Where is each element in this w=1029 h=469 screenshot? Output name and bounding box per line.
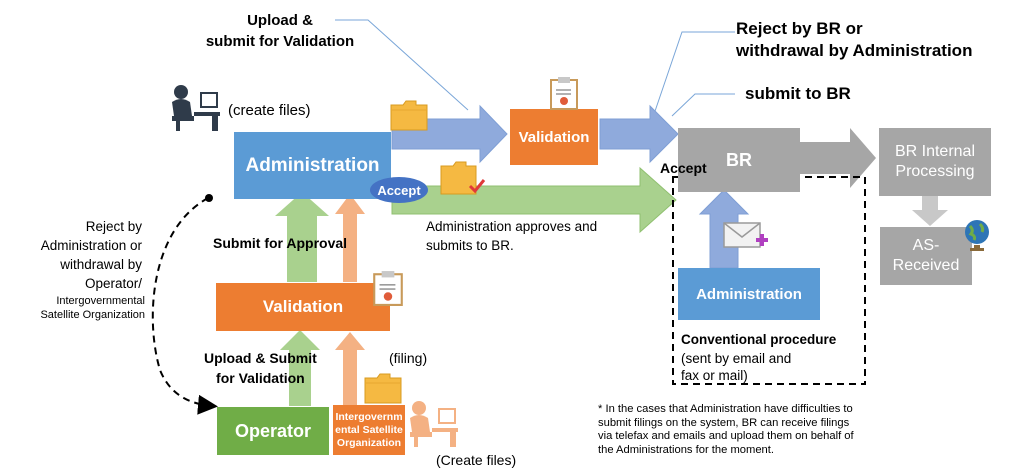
label-reject-left: Reject by Administration or withdrawal b…: [40, 219, 142, 291]
arrow-operator-to-validation: [280, 330, 320, 406]
administration-conv-box: Administration: [678, 268, 820, 320]
arrow-internal-to-received: [912, 196, 948, 226]
callout-line-submit: [671, 93, 735, 117]
label-filing: (filing): [389, 350, 428, 366]
br-label: BR: [726, 149, 752, 170]
arrow-validation-to-admin: [275, 192, 329, 282]
label-submit-to-br: submit to BR: [745, 84, 851, 103]
label-upload-submit-validation-bottom: Upload & Submit for Validation: [204, 350, 317, 386]
footnote-text: * In the cases that Administration have …: [598, 403, 854, 456]
folder-icon: [364, 373, 402, 404]
arrow-igo-to-admin: [335, 194, 365, 282]
label-igo-small: Intergovernmental Satellite Organization: [40, 295, 145, 321]
igo-box: Intergovernm ental Satellite Organizatio…: [333, 405, 405, 455]
accept-badge-left: Accept: [370, 177, 428, 203]
arrow-admin-approves-to-br: [391, 166, 677, 234]
certificate-clipboard-icon: [550, 77, 578, 110]
label-create-files-top: (create files): [228, 102, 311, 119]
person-at-computer-icon: [172, 85, 220, 131]
certificate-clipboard-icon: [373, 271, 403, 306]
administration-label: Administration: [245, 154, 380, 176]
administration-box: Administration: [234, 132, 391, 199]
br-internal-box: BR Internal Processing: [879, 128, 991, 196]
label-create-files-bottom: (Create files): [436, 452, 517, 468]
validation-top-box: Validation: [510, 109, 598, 165]
br-internal-label: BR Internal Processing: [894, 143, 976, 180]
operator-box: Operator: [217, 407, 329, 455]
validation-mid-box: Validation: [216, 283, 390, 331]
reject-dashed-curve: [151, 197, 218, 415]
validation-mid-label: Validation: [262, 297, 344, 316]
accept-badge-left-label: Accept: [377, 182, 421, 198]
validation-top-label: Validation: [518, 128, 590, 146]
label-admin-approves: Administration approves and submits to B…: [426, 219, 598, 253]
label-submit-for-approval: Submit for Approval: [213, 235, 348, 251]
arrow-validation-to-br: [599, 104, 679, 164]
person-at-computer-icon: [410, 401, 458, 447]
label-conventional-title: Conventional procedure: [681, 332, 837, 347]
label-accept-br: Accept: [660, 160, 707, 176]
operator-label: Operator: [234, 420, 312, 441]
as-received-box: AS- Received: [880, 227, 972, 285]
envelope-add-icon: [723, 222, 768, 248]
arrow-igo-to-validation: [335, 332, 365, 405]
callout-line-reject: [651, 31, 735, 121]
administration-conv-label: Administration: [696, 285, 802, 303]
br-box: BR: [678, 128, 800, 192]
label-conventional-detail: (sent by email and fax or mail): [681, 351, 792, 383]
label-upload-submit-validation-top: Upload & submit for Validation: [205, 12, 355, 50]
label-reject-br-top: Reject by BR or withdrawal by Administra…: [736, 19, 973, 60]
callout-line-upload: [335, 19, 469, 111]
folder-icon: [390, 100, 428, 131]
reject-curve-start-dot: [205, 194, 213, 202]
arrow-br-to-internal: [800, 128, 876, 188]
globe-icon: [965, 220, 989, 251]
igo-box-label: Intergovernm ental Satellite Organizatio…: [335, 410, 403, 449]
folder-checkmark-icon: [440, 161, 486, 195]
as-received-label: AS- Received: [892, 237, 960, 274]
